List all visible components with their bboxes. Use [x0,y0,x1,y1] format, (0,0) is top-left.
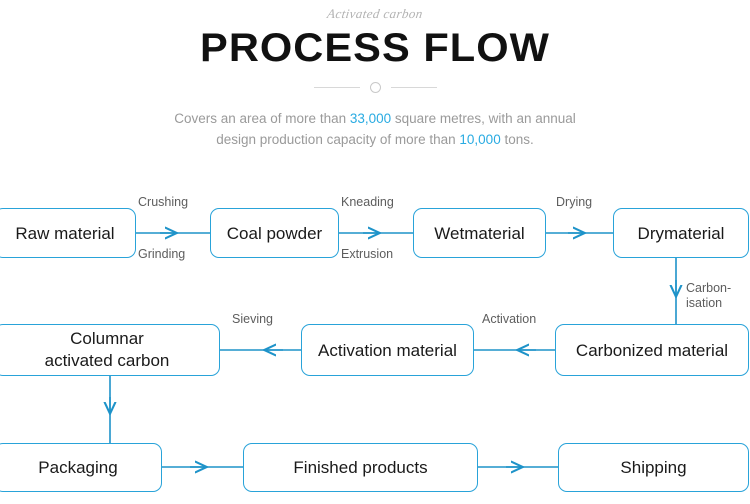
node-finished-products[interactable]: Finished products [243,443,478,492]
node-raw-material-label: Raw material [15,223,115,243]
node-columnar-label-line2: activated carbon [44,351,170,370]
edge-label-carbonisation-line1: Carbon- [686,281,732,295]
subtitle-part-4: tons. [500,132,534,147]
node-finished-products-label: Finished products [293,458,428,477]
edge-label-drying: Drying [556,195,593,209]
subtitle-part-1: Covers an area of more than [174,111,350,126]
subtitle-highlight-capacity: 10,000 [459,132,501,147]
subtitle-part-2: square metres, with an annual [391,111,576,126]
edge-label-kneading: Kneading [341,195,394,209]
node-shipping-label: Shipping [620,458,687,477]
divider-rule-right [390,86,437,88]
node-dry-material-label: Drymaterial [637,223,725,243]
title-divider [0,80,750,94]
page-header: Activated carbon PROCESS FLOW Covers an … [0,0,750,150]
edge-label-sieving: Sieving [232,312,273,326]
node-columnar-activated-carbon[interactable]: Columnar activated carbon [0,324,220,376]
node-activation-material-label: Activation material [318,340,457,360]
page-title: PROCESS FLOW [200,26,550,70]
edge-label-carbonisation-line2: isation [686,296,723,310]
edge-label-grinding: Grinding [138,247,186,261]
node-coal-powder[interactable]: Coal powder [210,208,339,258]
divider-rule-left [313,86,360,88]
edge-label-carbonisation: Carbon- isation [686,281,744,311]
node-activation-material[interactable]: Activation material [301,324,474,376]
node-packaging-label: Packaging [38,458,118,477]
node-raw-material[interactable]: Raw material [0,208,136,258]
node-shipping[interactable]: Shipping [558,443,749,492]
edge-label-crushing: Crushing [138,195,189,209]
node-packaging[interactable]: Packaging [0,443,162,492]
node-carbonized-material[interactable]: Carbonized material [555,324,749,376]
edge-label-extrusion: Extrusion [341,247,394,261]
subtitle-part-3: design production capacity of more than [216,132,460,147]
edge-label-activation: Activation [482,312,537,326]
page-subtitle: Covers an area of more than 33,000 squar… [0,108,750,150]
node-columnar-label-line1: Columnar [70,329,144,348]
node-dry-material[interactable]: Drymaterial [613,208,749,258]
node-wet-material[interactable]: Wetmaterial [413,208,546,258]
divider-circle-icon [369,81,381,93]
subtitle-highlight-area: 33,000 [349,111,392,126]
node-wet-material-label: Wetmaterial [434,223,525,243]
node-carbonized-material-label: Carbonized material [575,340,729,360]
node-coal-powder-label: Coal powder [226,223,323,243]
